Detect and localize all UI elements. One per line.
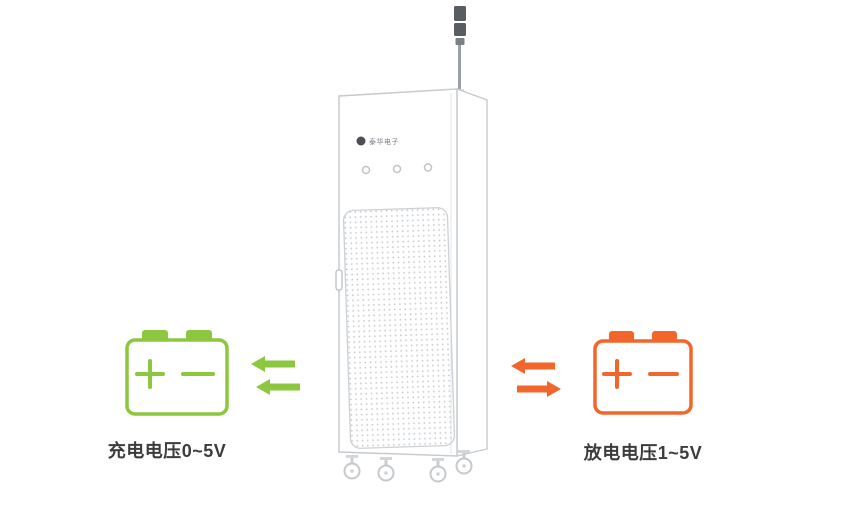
left-arrow-icon — [256, 379, 300, 395]
charge-battery-icon — [125, 330, 229, 416]
discharge-direction-arrows — [511, 358, 561, 397]
cabinet-side-face — [456, 87, 488, 457]
charge-voltage-label: 充电电压0~5V — [107, 441, 227, 461]
ventilation-grille — [342, 207, 456, 449]
battery-body — [125, 338, 229, 416]
plus-symbol — [602, 359, 632, 389]
indicator-light — [423, 163, 433, 172]
right-arrow-icon — [517, 381, 561, 397]
brand-logo-text: 泰华电子 — [369, 137, 399, 146]
caster-wheel — [455, 450, 473, 475]
plus-symbol — [135, 359, 165, 389]
charge-direction-arrows — [251, 356, 300, 395]
battery-test-cabinet-illustration: 泰华电子 — [335, 6, 488, 483]
indicator-lights — [361, 163, 433, 175]
casters — [343, 450, 473, 483]
caster-wheel — [429, 458, 447, 483]
indicator-light — [361, 165, 371, 175]
left-arrow-icon — [511, 358, 555, 374]
discharge-battery-icon — [593, 331, 693, 415]
caster-wheel — [343, 455, 361, 480]
discharge-voltage-label: 放电电压1~5V — [583, 443, 703, 463]
battery-body — [593, 339, 693, 415]
caster-wheel — [377, 457, 395, 482]
brand-logo-icon — [356, 136, 366, 146]
door-handle — [335, 269, 343, 291]
brand-logo: 泰华电子 — [356, 136, 399, 146]
signal-tower-icon — [454, 6, 466, 92]
left-arrow-icon — [251, 356, 295, 372]
indicator-light — [392, 164, 402, 174]
